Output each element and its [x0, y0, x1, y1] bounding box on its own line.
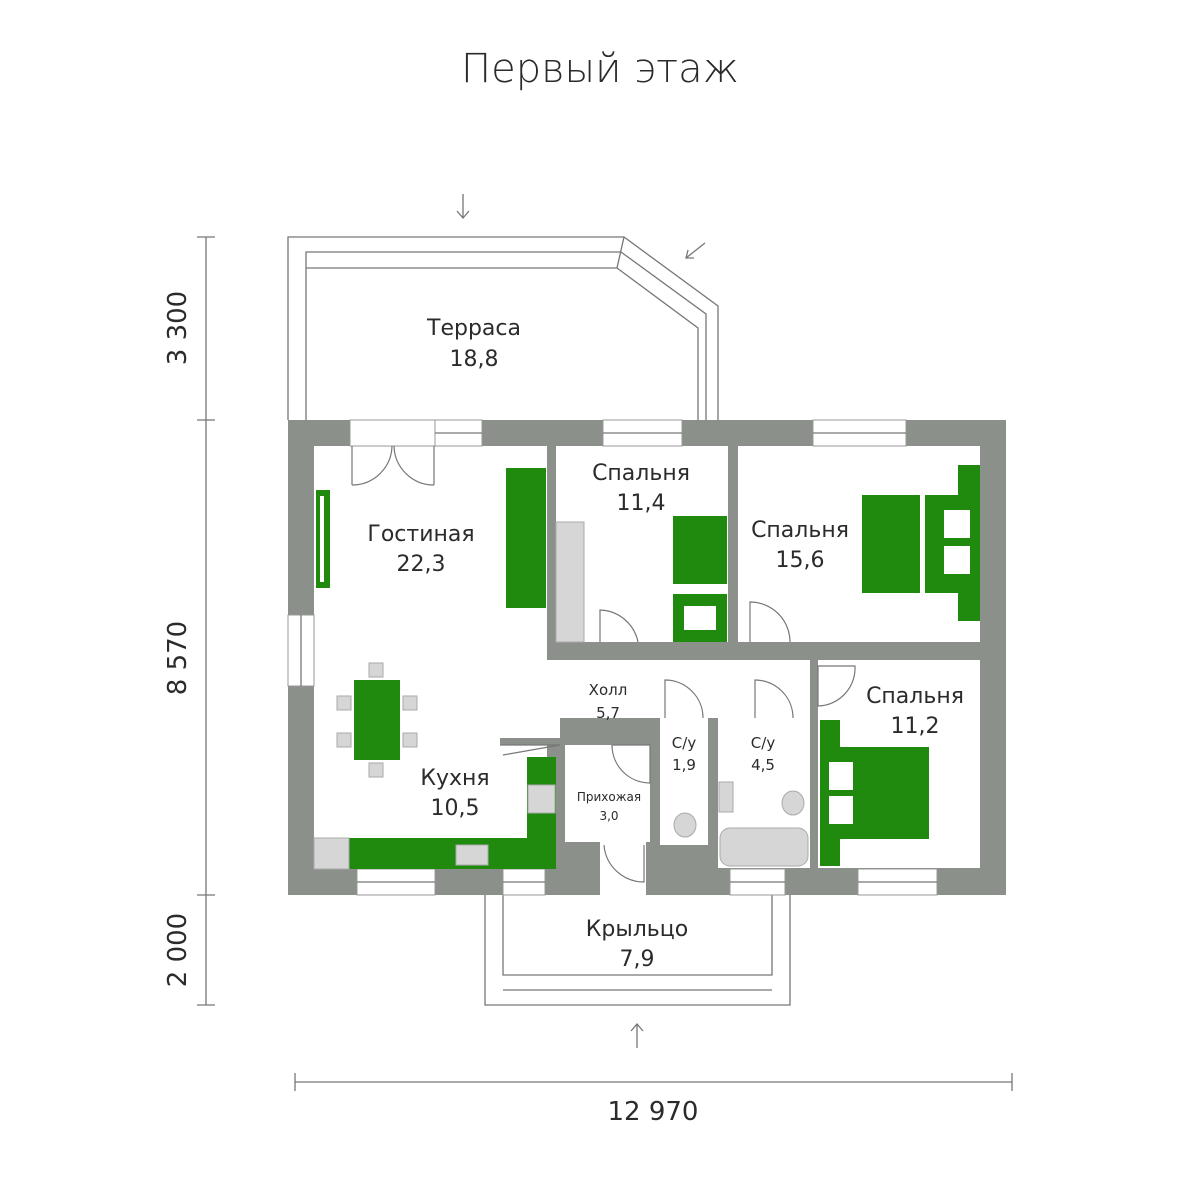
- room-area: 4,5: [751, 756, 775, 774]
- porch: [484, 895, 791, 1006]
- room-area: 5,7: [596, 704, 620, 722]
- stove: [527, 784, 556, 814]
- sink: [455, 844, 489, 866]
- bathtub: [719, 827, 809, 867]
- toilet: [781, 790, 805, 816]
- room-name: Спальня: [592, 461, 690, 486]
- entry-arrow-icon: [456, 194, 470, 219]
- bed: [869, 747, 929, 839]
- bed: [862, 495, 920, 593]
- room-name: Кухня: [420, 766, 489, 791]
- room-name: Гостиная: [367, 522, 474, 547]
- room-name: Прихожая: [577, 790, 641, 804]
- dimension-label: 2 000: [163, 913, 193, 987]
- furniture: [313, 465, 980, 870]
- room-name: Терраса: [426, 316, 521, 341]
- room-name: Холл: [589, 681, 628, 699]
- room-area: 22,3: [397, 552, 446, 577]
- room-area: 15,6: [776, 548, 825, 573]
- doors: [351, 445, 856, 883]
- plan-title: Первый этаж: [461, 46, 739, 92]
- room-labels: Гостиная 22,3 Спальня 11,4 Спальня 15,6 …: [367, 461, 964, 972]
- entry-arrow-icon: [630, 1023, 644, 1048]
- wardrobe: [555, 521, 585, 643]
- room-area: 11,4: [617, 491, 666, 516]
- room-area: 3,0: [599, 809, 618, 823]
- toilet: [673, 812, 697, 838]
- room-area: 10,5: [431, 796, 480, 821]
- room-name: Спальня: [751, 518, 849, 543]
- room-area: 7,9: [620, 947, 655, 972]
- kitchen-counter: [349, 838, 556, 869]
- room-area: 18,8: [450, 347, 499, 372]
- windows: [287, 419, 938, 896]
- dimension-label: 3 300: [163, 291, 193, 365]
- room-area: 1,9: [672, 756, 696, 774]
- terrace: [287, 236, 719, 420]
- room-name: Спальня: [866, 684, 964, 709]
- dimension-label: 12 970: [608, 1097, 699, 1127]
- dining-table: [354, 680, 400, 760]
- dimension-lines: [197, 236, 1013, 1091]
- room-area: 11,2: [891, 714, 940, 739]
- room-name: Крыльцо: [586, 917, 688, 942]
- room-name: С/у: [751, 734, 776, 752]
- entry-arrow-icon: [685, 242, 706, 259]
- room-name: С/у: [672, 734, 697, 752]
- sofa: [506, 468, 546, 608]
- washbasin: [718, 781, 734, 813]
- dimension-label: 8 570: [163, 621, 193, 695]
